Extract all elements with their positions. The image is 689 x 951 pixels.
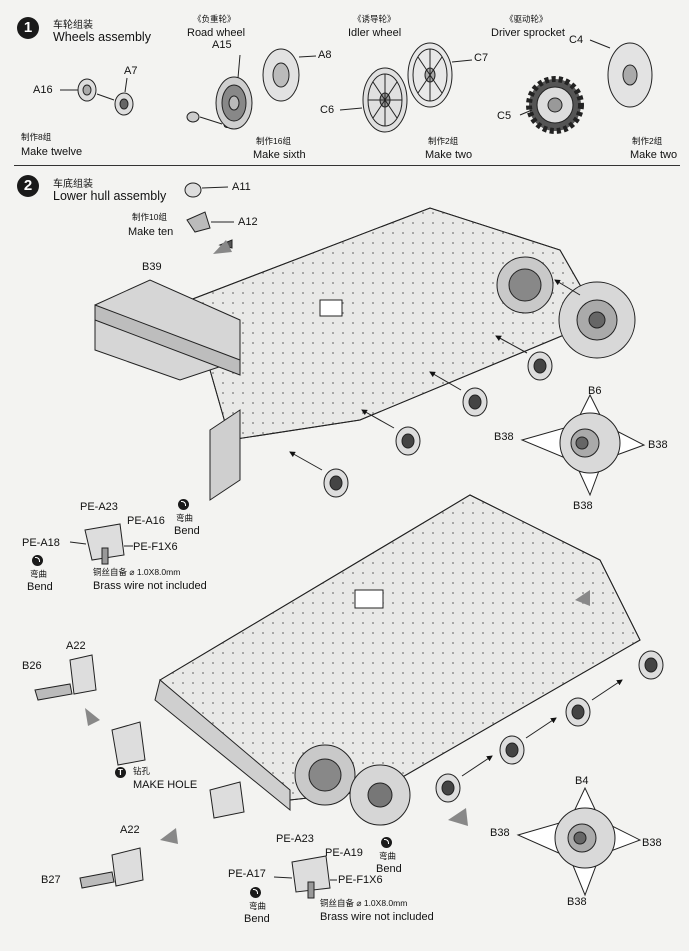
- part-a8: A8: [318, 49, 332, 61]
- part-b6: B6: [588, 385, 602, 397]
- part-a16: A16: [33, 84, 53, 96]
- part-b38-lower-right: B38: [642, 837, 662, 849]
- road-wheel-cn: 《负重轮》: [193, 14, 236, 24]
- part-b38-right: B38: [648, 439, 668, 451]
- brackets-a22-b26: [34, 654, 245, 889]
- bend-en-3: Bend: [376, 863, 402, 875]
- bend-cn-4: 弯曲: [249, 901, 267, 911]
- make-sixth-en: Make sixth: [253, 149, 306, 161]
- section-divider: [14, 165, 680, 166]
- part-a15: A15: [212, 39, 232, 51]
- part-c7: C7: [474, 52, 489, 64]
- part-c4: C4: [569, 34, 584, 46]
- make-sixth-cn: 制作16组: [256, 136, 291, 146]
- step-2-badge: 2: [17, 175, 39, 197]
- part-b39: B39: [142, 261, 162, 273]
- part-b4: B4: [575, 775, 589, 787]
- wire-note-cn-2: 铜丝自备 ⌀ 1.0X8.0mm: [320, 898, 408, 908]
- make-two-en: Make two: [425, 149, 473, 161]
- part-b27: B27: [41, 874, 61, 886]
- part-b38-bottom: B38: [573, 500, 593, 512]
- part-a12: A12: [238, 216, 258, 228]
- part-a22-lower: A22: [120, 824, 140, 836]
- make-ten-en: Make ten: [128, 226, 174, 238]
- sprocket-en: Driver sprocket: [491, 27, 565, 39]
- make-hole-cn: 钻孔: [133, 766, 151, 776]
- bend-en-4: Bend: [244, 913, 270, 925]
- direction-arrows: [85, 240, 590, 844]
- part-pe-a18: PE-A18: [22, 537, 60, 549]
- pe-part-upper: [69, 523, 133, 565]
- step-1-badge: 1: [17, 17, 39, 39]
- part-b38-lower-left: B38: [490, 827, 510, 839]
- make-two2-cn: 制作2组: [632, 136, 663, 146]
- idler-wheel-drawing: [339, 42, 473, 133]
- step-2-title-en: Lower hull assembly: [53, 189, 167, 203]
- part-pe-a17: PE-A17: [228, 868, 266, 880]
- wire-note-cn-1: 铜丝自备 ⌀ 1.0X8.0mm: [93, 567, 181, 577]
- make-hole-en: MAKE HOLE: [133, 779, 198, 791]
- idler-en: Idler wheel: [348, 27, 402, 39]
- make-twelve-cn: 制作8组: [21, 132, 52, 142]
- drill-hole-icon: T: [115, 767, 126, 778]
- sprocket-detail-b6: [520, 393, 646, 497]
- bend-cn-3: 弯曲: [379, 851, 397, 861]
- wheel-a16-a7: [60, 77, 134, 116]
- bend-en-1: Bend: [174, 525, 200, 537]
- bend-icon: [381, 837, 392, 848]
- bend-icon: [32, 555, 43, 566]
- part-b38-lower-bottom: B38: [567, 896, 587, 908]
- make-ten-cn: 制作10组: [132, 212, 167, 222]
- idler-cn: 《诱导轮》: [353, 14, 396, 24]
- sprocket-detail-b4: [516, 786, 642, 897]
- part-pe-f1x6-lower: PE-F1X6: [338, 874, 383, 886]
- part-a22-upper: A22: [66, 640, 86, 652]
- road-wheel-en: Road wheel: [187, 27, 246, 39]
- pe-part-lower: [273, 855, 337, 899]
- sprocket-drawing: [519, 39, 653, 134]
- wire-note-en-2: Brass wire not included: [320, 911, 434, 923]
- upper-hull-drawing: [94, 207, 636, 501]
- bend-icon: [250, 887, 261, 898]
- sprocket-cn: 《驱动轮》: [505, 14, 548, 24]
- part-c5: C5: [497, 110, 512, 122]
- part-pe-a19: PE-A19: [325, 847, 363, 859]
- part-pe-a23-lower: PE-A23: [276, 833, 314, 845]
- part-b26: B26: [22, 660, 42, 672]
- step-2-title-cn: 车底组装: [53, 179, 93, 190]
- bend-en-2: Bend: [27, 581, 53, 593]
- step-1-title-en: Wheels assembly: [53, 30, 151, 44]
- bend-icon: [178, 499, 189, 510]
- part-pe-a23: PE-A23: [80, 501, 118, 513]
- make-twelve-en: Make twelve: [21, 146, 83, 158]
- part-b38-left: B38: [494, 431, 514, 443]
- part-c6: C6: [320, 104, 335, 116]
- parts-a11-a12: [184, 182, 234, 249]
- bend-cn-2: 弯曲: [30, 569, 48, 579]
- road-wheel-drawing: [186, 48, 317, 130]
- part-pe-a16: PE-A16: [127, 515, 165, 527]
- wire-note-en-1: Brass wire not included: [93, 580, 207, 592]
- make-two-cn: 制作2组: [428, 136, 459, 146]
- lower-hull-drawing: [154, 494, 664, 826]
- part-pe-f1x6: PE-F1X6: [133, 541, 178, 553]
- make-two2-en: Make two: [630, 149, 678, 161]
- part-a7: A7: [124, 65, 138, 77]
- bend-cn-1: 弯曲: [176, 513, 194, 523]
- part-a11: A11: [232, 181, 251, 193]
- step-1-title-cn: 车轮组装: [53, 20, 93, 31]
